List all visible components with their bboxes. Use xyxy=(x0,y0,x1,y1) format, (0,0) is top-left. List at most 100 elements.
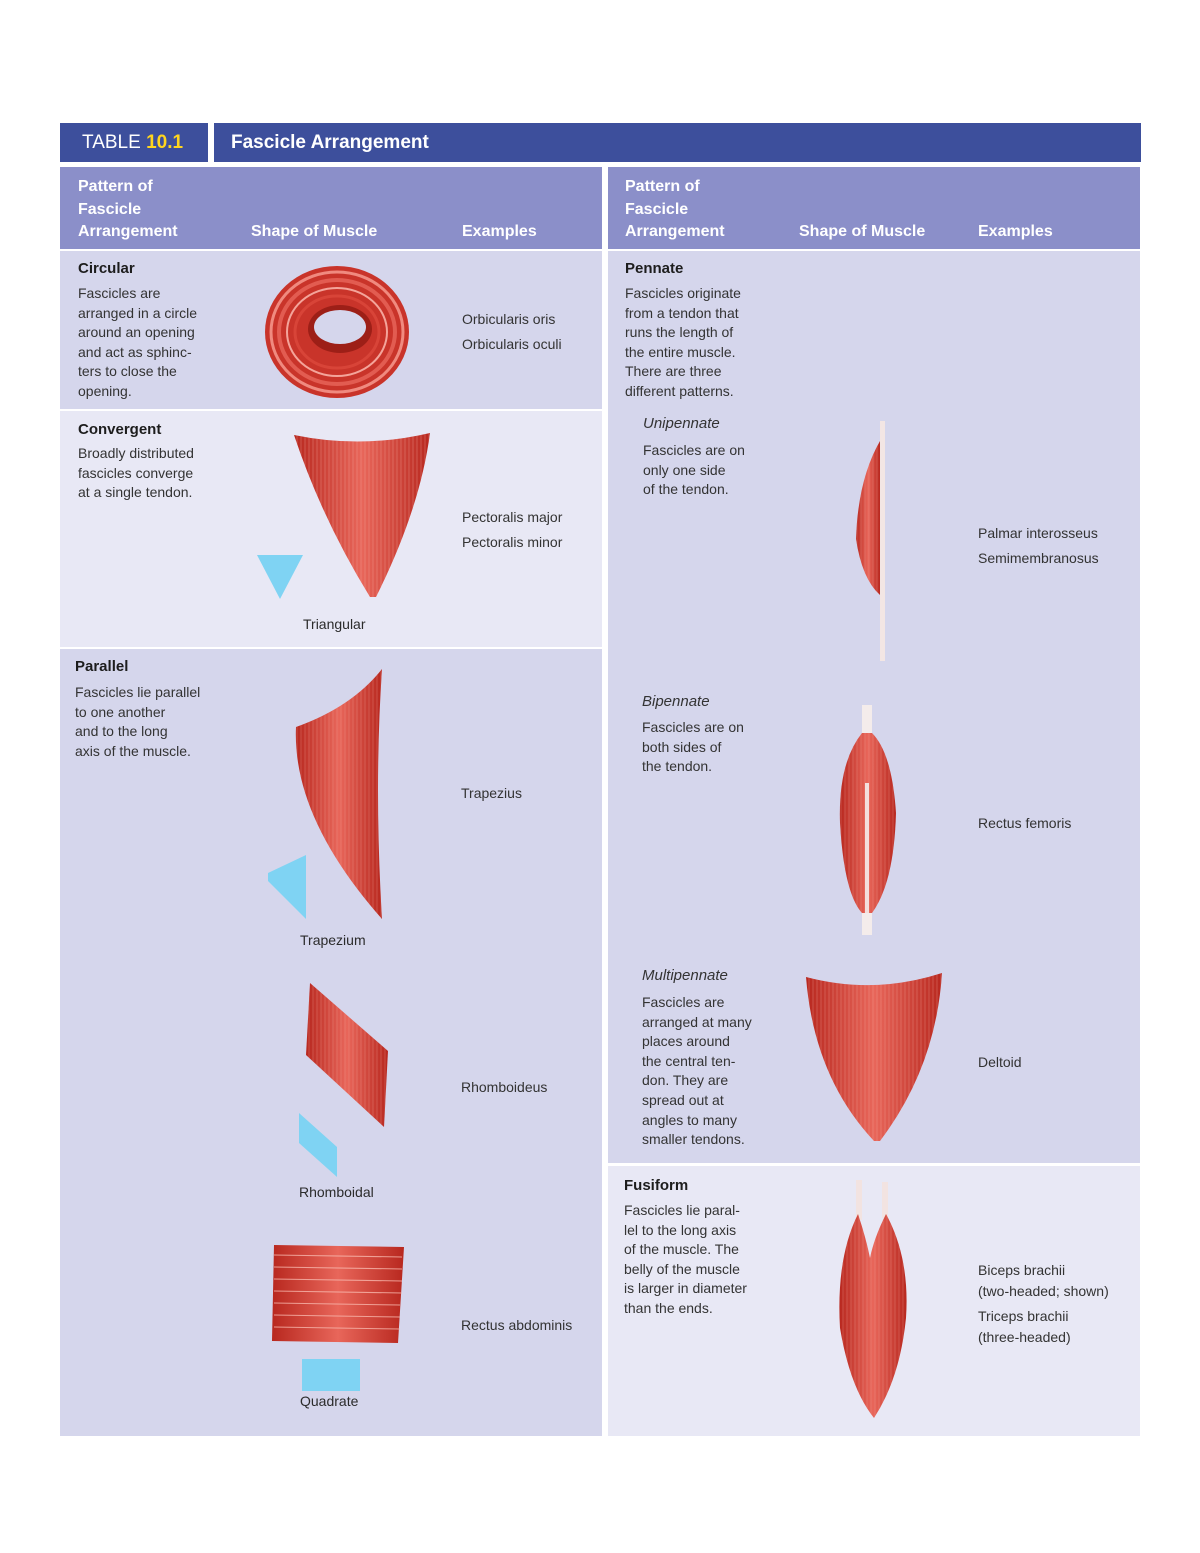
example-item: Orbicularis oris xyxy=(462,311,556,327)
desc-line: Fascicles are xyxy=(642,994,725,1010)
fusiform-description: Fascicles lie paral- lel to the long axi… xyxy=(624,1201,747,1319)
desc-line: arranged in a circle xyxy=(78,304,198,321)
unipennate-title: Unipennate xyxy=(643,415,720,432)
fusiform-muscle-illustration xyxy=(839,1180,907,1418)
desc-line: places around xyxy=(642,1033,730,1050)
desc-line: only one side xyxy=(643,461,726,478)
desc-line: arranged at many xyxy=(642,1013,752,1030)
desc-line: is larger in diameter xyxy=(624,1280,747,1297)
example-item: Pectoralis major xyxy=(462,509,563,525)
desc-line: angles to many xyxy=(642,1111,737,1128)
example-item: Deltoid xyxy=(978,1054,1022,1070)
pennate-description: Fascicles originate from a tendon that r… xyxy=(625,284,741,402)
circular-examples: Orbicularis oris Orbicularis oculi xyxy=(462,307,562,357)
convergent-examples: Pectoralis major Pectoralis minor xyxy=(462,505,562,555)
desc-line: ters to close the xyxy=(78,363,177,380)
trapezium-label: Trapezium xyxy=(300,932,366,948)
example-item: Biceps brachii xyxy=(978,1262,1066,1278)
desc-line: lel to the long axis xyxy=(624,1221,737,1238)
convergent-title: Convergent xyxy=(78,421,162,438)
example-item: (three-headed) xyxy=(978,1328,1071,1345)
desc-line: Fascicles lie parallel xyxy=(75,684,201,700)
desc-line: fascicles converge xyxy=(78,464,194,481)
desc-line: both sides of xyxy=(642,738,722,755)
rhomboidal-label: Rhomboidal xyxy=(299,1184,374,1200)
pattern-header-line1: Pattern of xyxy=(78,178,153,195)
pattern-header-line3-right: Arrangement xyxy=(625,223,725,240)
example-item: (two-headed; shown) xyxy=(978,1282,1109,1299)
bipennate-examples: Rectus femoris xyxy=(978,811,1071,836)
desc-line: belly of the muscle xyxy=(624,1260,740,1277)
row-fusiform: Fusiform Fascicles lie paral- lel to the… xyxy=(608,1166,1140,1436)
desc-line: at a single tendon. xyxy=(78,484,193,501)
row-convergent: Convergent Broadly distributed fascicles… xyxy=(60,411,602,647)
unipennate-examples: Palmar interosseus Semimembranosus xyxy=(978,521,1099,571)
left-column-header: Pattern of Fascicle Arrangement Shape of… xyxy=(60,167,602,249)
trapezius-example: Trapezius xyxy=(461,785,522,801)
desc-line: Fascicles originate xyxy=(625,285,741,301)
fusiform-title: Fusiform xyxy=(624,1177,689,1194)
pattern-header-line2: Fascicle xyxy=(78,201,142,218)
trapezium-shape-icon xyxy=(268,855,306,919)
convergent-muscle-illustration xyxy=(294,433,430,597)
desc-line: spread out at xyxy=(642,1091,724,1108)
quadrate-label: Quadrate xyxy=(300,1393,359,1409)
shape-header-right: Shape of Muscle xyxy=(799,223,926,240)
parallel-description: Fascicles lie parallel to one another an… xyxy=(75,683,200,761)
desc-line: of the tendon. xyxy=(643,481,729,498)
example-item: Pectoralis minor xyxy=(462,534,563,550)
multipennate-title: Multipennate xyxy=(642,967,728,984)
desc-line: smaller tendons. xyxy=(642,1131,745,1148)
examples-header: Examples xyxy=(462,223,537,240)
row-circular: Circular Fascicles are arranged in a cir… xyxy=(60,251,602,409)
unipennate-description: Fascicles are on only one side of the te… xyxy=(643,441,745,500)
rectus-abdominis-muscle-illustration xyxy=(272,1245,404,1343)
desc-line: Broadly distributed xyxy=(78,445,194,461)
convergent-shape-label: Triangular xyxy=(303,616,366,632)
table-number-label: TABLE 10.1 xyxy=(60,123,208,162)
desc-line: There are three xyxy=(625,363,722,380)
desc-line: and act as sphinc- xyxy=(78,343,192,360)
desc-line: of the muscle. The xyxy=(624,1241,739,1258)
example-item: Triceps brachii xyxy=(978,1308,1069,1324)
table-prefix: TABLE xyxy=(82,132,141,153)
desc-line: Fascicles are on xyxy=(642,719,744,735)
example-item: Semimembranosus xyxy=(978,550,1099,566)
desc-line: don. They are xyxy=(642,1072,729,1089)
fusiform-examples: Biceps brachii (two-headed; shown) Trice… xyxy=(978,1260,1109,1347)
rhomboideus-muscle-illustration xyxy=(306,983,388,1127)
trapezius-muscle-illustration xyxy=(295,669,382,919)
desc-line: and to the long xyxy=(75,723,168,740)
example-item: Orbicularis oculi xyxy=(462,336,562,352)
parallel-title: Parallel xyxy=(75,658,129,675)
table-title: Fascicle Arrangement xyxy=(214,123,1141,162)
row-parallel: Parallel Fascicles lie parallel to one a… xyxy=(60,649,602,1436)
example-item: Palmar interosseus xyxy=(978,525,1098,541)
multipennate-examples: Deltoid xyxy=(978,1050,1022,1075)
desc-line: the entire muscle. xyxy=(625,343,736,360)
multipennate-description: Fascicles are arranged at many places ar… xyxy=(642,993,752,1150)
desc-line: different patterns. xyxy=(625,382,734,399)
shape-header: Shape of Muscle xyxy=(251,223,378,240)
desc-line: to one another xyxy=(75,703,166,720)
desc-line: than the ends. xyxy=(624,1299,713,1316)
desc-line: the central ten- xyxy=(642,1052,736,1069)
bipennate-muscle-illustration xyxy=(839,705,896,935)
bipennate-description: Fascicles are on both sides of the tendo… xyxy=(642,718,744,777)
desc-line: Fascicles are on xyxy=(643,442,745,458)
examples-header-right: Examples xyxy=(978,223,1053,240)
circular-title: Circular xyxy=(78,260,135,277)
convergent-description: Broadly distributed fascicles converge a… xyxy=(78,444,194,503)
row-pennate: Pennate Fascicles originate from a tendo… xyxy=(608,251,1140,1163)
desc-line: Fascicles are xyxy=(78,285,161,301)
pattern-header-line3: Arrangement xyxy=(78,223,178,240)
rhomboidal-shape-icon xyxy=(299,1113,337,1177)
circular-muscle-illustration xyxy=(265,266,409,398)
rhomboideus-example: Rhomboideus xyxy=(461,1079,548,1095)
desc-line: opening. xyxy=(78,382,132,399)
rectus-abdominis-example: Rectus abdominis xyxy=(461,1317,573,1333)
unipennate-muscle-illustration xyxy=(856,421,885,661)
example-item: Rectus femoris xyxy=(978,815,1072,831)
desc-line: axis of the muscle. xyxy=(75,742,191,759)
multipennate-muscle-illustration xyxy=(806,973,942,1141)
